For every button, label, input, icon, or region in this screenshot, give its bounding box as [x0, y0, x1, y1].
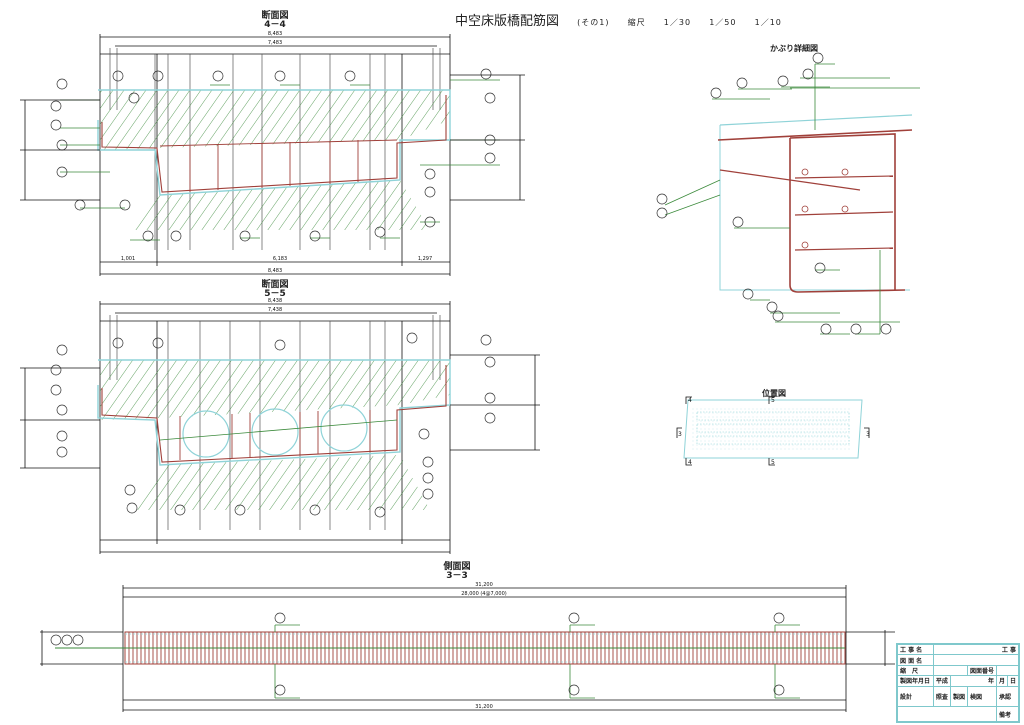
cover-top-rebar	[717, 129, 913, 141]
cover-slope-rebar	[719, 169, 861, 191]
location-plan: 4 5 3 3 4 5	[676, 396, 870, 466]
tb-date-day: 日	[1006, 675, 1020, 687]
cover-stirrup-right	[789, 133, 896, 290]
tb-date-year: 年	[949, 675, 997, 687]
tb-drawing-number-value	[995, 664, 1020, 677]
section-5-5-center-leader	[159, 419, 398, 441]
location-mark-5-top: 5	[771, 397, 775, 404]
section-4-4-concrete-outline	[97, 89, 451, 196]
location-outline	[683, 399, 863, 459]
section-4-4-name: 断面図	[261, 11, 289, 21]
title-block: 工 事 名 工 事 図 面 名 縮 尺 図面番号 製図年月日 平成 年 月 日 …	[896, 643, 1020, 723]
dim-4-4-inner: 7,483	[268, 40, 282, 46]
tb-date-era: 平成	[932, 675, 951, 687]
dim-4-4-bottom-mid: 6,183	[273, 256, 287, 262]
side-3-3-title: 側面図 3－3	[437, 563, 477, 581]
location-voids	[696, 411, 850, 445]
cover-concrete-side	[719, 125, 910, 291]
location-title: 位置図	[762, 389, 786, 398]
tb-project-value: 工 事	[932, 643, 1020, 656]
side-3-3	[40, 585, 895, 712]
section-5-5-void-webs	[179, 410, 371, 460]
dim-3-3-inner: 28,000 (4@7,000)	[461, 591, 507, 597]
side-3-3-rebar-marks	[50, 612, 785, 696]
location-mark-5-bottom: 5	[771, 459, 775, 466]
section-5-5	[20, 301, 540, 554]
drawing-title-text: 中空床版橋配筋図	[455, 14, 560, 29]
tb-date-label: 製図年月日	[897, 675, 934, 687]
section-5-5-bottom-hatch	[130, 455, 430, 510]
section-4-4-side-dims	[20, 74, 525, 201]
dim-4-4-bottom-left: 1,001	[121, 256, 135, 262]
dim-3-3-bottom: 31,200	[475, 704, 493, 710]
section-4-4	[20, 34, 525, 276]
cover-bar-3	[794, 247, 894, 251]
location-mark-4-bottom: 4	[688, 459, 692, 466]
side-3-3-id: 3－3	[446, 571, 468, 581]
dimension-labels: 8,483 7,483 1,001 6,183 1,297 8,483 8,43…	[121, 31, 507, 710]
tb-sign-approve: 承認	[995, 685, 1020, 708]
section-5-5-dimensions	[99, 301, 451, 554]
location-mark-3-left: 3	[678, 431, 682, 438]
cover-rebar-marks	[656, 52, 892, 335]
section-4-4-void-webs	[159, 139, 398, 192]
dim-4-4-bottom-total: 8,483	[268, 268, 282, 274]
scale-1: 1／30	[663, 18, 692, 27]
side-3-3-dimensions	[40, 585, 895, 712]
scale-3: 1／10	[754, 18, 782, 27]
cover-stirrup	[789, 138, 906, 293]
location-cut-markers	[676, 396, 870, 466]
section-4-4-id: 4－4	[264, 20, 286, 30]
section-4-4-top-hatch	[100, 90, 450, 150]
location-mark-3-right: 3	[866, 431, 870, 438]
section-4-4-rebar-outline	[101, 95, 447, 193]
tb-scale-value	[932, 664, 968, 677]
cover-bar-1	[794, 175, 894, 179]
tb-drawing-name-value	[932, 654, 1020, 666]
cover-leaders	[664, 63, 920, 335]
side-3-3-leaders	[274, 624, 800, 699]
dim-5-5-inner: 7,438	[268, 307, 282, 313]
location-mark-4-top: 4	[688, 397, 692, 404]
scale-2: 1／50	[709, 18, 737, 27]
section-5-5-rebar-outline	[101, 365, 447, 463]
section-5-5-top-hatch	[100, 360, 450, 420]
tb-date-month: 月	[995, 675, 1008, 687]
section-5-5-id: 5－5	[264, 289, 286, 299]
tb-drawing-number-label: 図面番号	[966, 664, 997, 677]
section-5-5-side-dims	[20, 354, 540, 469]
cover-concrete-top	[719, 114, 913, 126]
dim-5-5-overall: 8,438	[268, 298, 282, 304]
cover-bar-sections	[801, 168, 849, 249]
section-5-5-title: 断面図 5－5	[255, 281, 295, 299]
cover-detail	[656, 52, 920, 335]
cover-bar-2	[794, 211, 894, 216]
tb-project-label: 工 事 名	[897, 643, 934, 656]
dim-4-4-overall: 8,483	[268, 31, 282, 37]
section-4-4-dimensions	[99, 34, 451, 276]
tb-sign-design: 設計	[897, 685, 934, 708]
tb-scale-label: 縮 尺	[897, 664, 934, 677]
drawing-title: 中空床版橋配筋図 (その1) 縮尺 1／30 1／50 1／10	[455, 10, 782, 29]
section-5-5-name: 断面図	[261, 280, 289, 290]
sheet-number: (その1)	[577, 18, 610, 27]
location-labels: 4 5 3 3 4 5	[678, 397, 870, 466]
location-dots	[692, 408, 852, 450]
tb-sign-draft: 製図	[949, 685, 968, 708]
section-5-5-concrete-outline	[97, 359, 451, 466]
dim-4-4-bottom-right: 1,297	[418, 256, 432, 262]
dim-3-3-overall: 31,200	[475, 582, 493, 588]
side-3-3-name: 側面図	[443, 562, 471, 572]
tb-drawing-name-label: 図 面 名	[897, 654, 934, 666]
tb-sign-inspect: 検図	[966, 685, 997, 708]
scale-label: 縮尺	[627, 18, 646, 27]
section-4-4-title: 断面図 4－4	[255, 12, 295, 30]
section-5-5-rebar-marks	[50, 332, 496, 518]
tb-remarks: 備考	[995, 706, 1020, 722]
cover-detail-title: かぶり詳細図	[770, 44, 818, 53]
tb-sign-check: 照査	[932, 685, 951, 708]
